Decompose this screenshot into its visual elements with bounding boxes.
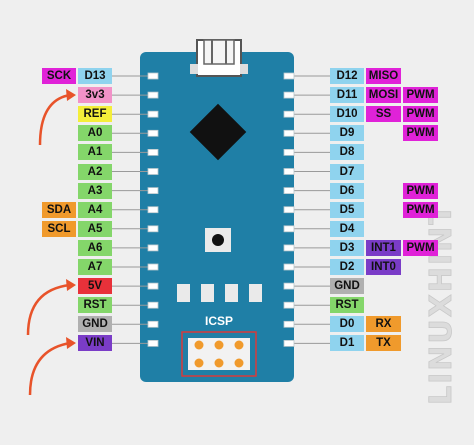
left-pin-hole-8 xyxy=(147,225,159,233)
right-pin-func-pwm-3: PWM xyxy=(403,125,438,142)
right-pin-hole-9 xyxy=(283,244,295,252)
right-pin-hole-0 xyxy=(283,72,295,80)
right-pin-gnd-11: GND xyxy=(330,278,364,295)
left-pin-hole-6 xyxy=(147,187,159,195)
right-pin-d3-9: D3 xyxy=(330,239,364,256)
left-pin-a0-3: A0 xyxy=(78,125,112,142)
left-pin-hole-2 xyxy=(147,110,159,118)
left-pin-gnd-13: GND xyxy=(78,316,112,333)
right-pin-d6-6: D6 xyxy=(330,182,364,199)
left-pin-a3-6: A3 xyxy=(78,182,112,199)
right-pin-func-ss-2: SS xyxy=(366,106,401,123)
right-pin-hole-11 xyxy=(283,282,295,290)
power-arrows xyxy=(26,89,76,396)
right-pin-hole-8 xyxy=(283,225,295,233)
right-pin-hole-4 xyxy=(283,148,295,156)
right-pin-d8-4: D8 xyxy=(330,144,364,161)
left-pin-a2-5: A2 xyxy=(78,163,112,180)
right-pin-d10-2: D10 xyxy=(330,106,364,123)
right-pin-hole-7 xyxy=(283,206,295,214)
left-pin-rst-12: RST xyxy=(78,297,112,314)
arrow-3v3-head xyxy=(66,89,76,101)
reset-button xyxy=(205,228,231,252)
right-pin-func-miso-0: MISO xyxy=(366,68,401,84)
left-pin-hole-5 xyxy=(147,168,159,175)
left-pin-a6-9: A6 xyxy=(78,239,112,256)
left-pin-3v3-1: 3v3 xyxy=(78,87,112,104)
watermark-logo: LINUXHINT xyxy=(424,202,460,406)
right-pin-hole-14 xyxy=(283,339,295,347)
right-pin-func-pwm-7: PWM xyxy=(403,201,438,218)
right-pin-hole-12 xyxy=(283,301,295,309)
right-pin-d2-10: D2 xyxy=(330,259,364,275)
right-pin-func-mosi-1: MOSI xyxy=(366,87,401,104)
right-pin-d0-13: D0 xyxy=(330,316,364,333)
left-pin-func-sck: SCK xyxy=(42,68,76,84)
arrow-5v-head xyxy=(66,279,76,291)
right-pin-hole-1 xyxy=(283,91,295,99)
right-pin-func-pwm-6: PWM xyxy=(403,182,438,199)
left-pin-ref-2: REF xyxy=(78,106,112,123)
right-pin-d11-1: D11 xyxy=(330,87,364,104)
right-pin-func-int1-9: INT1 xyxy=(366,239,401,256)
arrow-vin xyxy=(28,341,71,396)
left-pin-hole-14 xyxy=(147,339,159,347)
watermark-text: LINUXHINT xyxy=(424,202,459,405)
right-pin-hole-5 xyxy=(283,168,295,175)
left-pin-hole-9 xyxy=(147,244,159,252)
left-pin-d13-0: D13 xyxy=(78,68,112,84)
right-pin-func-rx-13: RX xyxy=(366,316,401,333)
left-pin-a7-10: A7 xyxy=(78,259,112,275)
arrow-5v xyxy=(26,283,71,336)
usb-connector xyxy=(190,39,248,77)
left-pin-hole-3 xyxy=(147,129,159,137)
icsp-header xyxy=(181,331,257,377)
left-pin-a1-4: A1 xyxy=(78,144,112,161)
left-pin-hole-7 xyxy=(147,206,159,214)
right-pin-hole-13 xyxy=(283,320,295,328)
left-pin-hole-4 xyxy=(147,148,159,156)
microcontroller-chip xyxy=(189,103,247,161)
left-pin-a5-8: A5 xyxy=(78,220,112,237)
left-pin-hole-13 xyxy=(147,320,159,328)
arrow-vin-head xyxy=(66,337,76,349)
right-pin-hole-3 xyxy=(283,129,295,137)
right-pin-rst-12: RST xyxy=(330,297,364,314)
right-pin-hole-6 xyxy=(283,187,295,195)
header-pins xyxy=(112,72,330,347)
right-pin-func-pwm-2: PWM xyxy=(403,106,438,123)
right-pin-d4-8: D4 xyxy=(330,220,364,237)
right-pin-func-pwm-9: PWM xyxy=(403,239,438,256)
status-leds xyxy=(177,284,262,302)
left-pin-hole-0 xyxy=(147,72,159,80)
right-pin-func-int0-10: INT0 xyxy=(366,259,401,275)
right-pin-func-pwm-1: PWM xyxy=(403,87,438,104)
right-pin-hole-2 xyxy=(283,110,295,118)
left-pin-func-scl: SCL xyxy=(42,220,76,237)
icsp-label: ICSP xyxy=(205,314,233,328)
right-pin-hole-10 xyxy=(283,263,295,271)
left-pin-a4-7: A4 xyxy=(78,201,112,218)
arrow-3v3 xyxy=(38,93,71,146)
left-pin-hole-1 xyxy=(147,91,159,99)
left-pin-vin-14: VIN xyxy=(78,335,112,352)
right-pin-d5-7: D5 xyxy=(330,201,364,218)
left-pin-hole-12 xyxy=(147,301,159,309)
right-pin-d7-5: D7 xyxy=(330,163,364,180)
right-pin-func-tx-14: TX xyxy=(366,335,401,352)
left-pin-5v-11: 5V xyxy=(78,278,112,295)
right-pin-d1-14: D1 xyxy=(330,335,364,352)
left-pin-hole-11 xyxy=(147,282,159,290)
left-pin-hole-10 xyxy=(147,263,159,271)
right-pin-d9-3: D9 xyxy=(330,125,364,142)
left-pin-func-sda: SDA xyxy=(42,201,76,218)
right-pin-d12-0: D12 xyxy=(330,68,364,84)
